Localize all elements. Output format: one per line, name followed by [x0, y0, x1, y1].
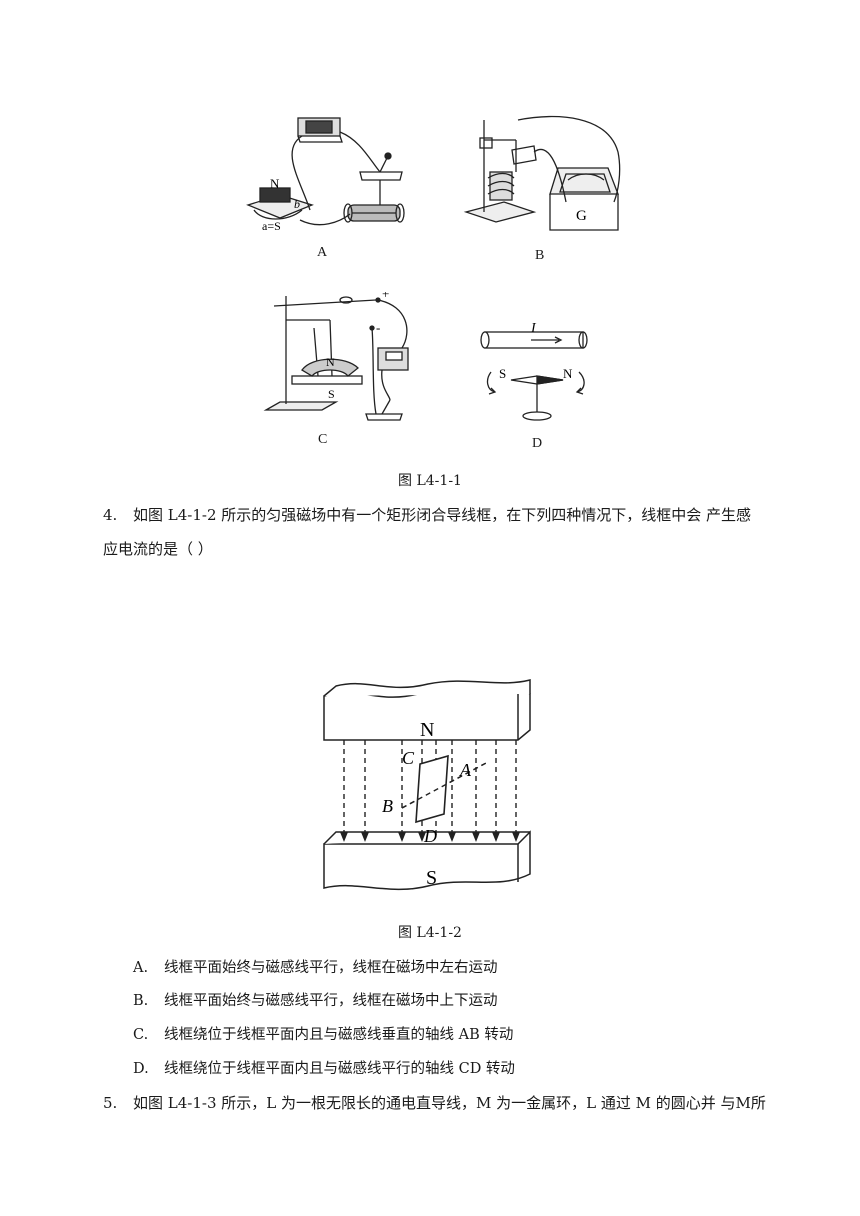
option-b: B. 线框平面始终与磁感线平行，线框在磁场中上下运动	[133, 989, 498, 1010]
c-s-label: S	[328, 387, 335, 401]
option-c-text: 线框绕位于线框平面内且与磁感线垂直的轴线 AB 转动	[164, 1027, 514, 1043]
question-4-number: 4.	[103, 506, 118, 524]
panel-label-d: D	[532, 436, 543, 451]
c-n-label: N	[326, 355, 335, 369]
apparatus-d-drawing: I S N	[480, 321, 588, 421]
apparatus-a-drawing: N b a=S	[246, 117, 405, 233]
c-minus-label: -	[376, 320, 380, 335]
option-c-label: C.	[133, 1027, 149, 1043]
b-g-label: G	[576, 208, 587, 224]
panel-label-a: A	[317, 245, 328, 260]
option-a: A. 线框平面始终与磁感线平行，线框在磁场中左右运动	[133, 956, 498, 977]
option-d-text: 线框绕位于线框平面内且与磁感线平行的轴线 CD 转动	[164, 1061, 515, 1077]
question-4-line-2: 应电流的是（ ）	[103, 540, 213, 558]
c-plus-label: +	[382, 292, 389, 301]
option-c: C. 线框绕位于线框平面内且与磁感线垂直的轴线 AB 转动	[133, 1023, 513, 1044]
option-a-text: 线框平面始终与磁感线平行，线框在磁场中左右运动	[164, 960, 498, 976]
panel-label-c: C	[318, 432, 328, 447]
question-5-line-1: 如图 L4-1-3 所示，L 为一根无限长的通电直导线，M 为一金属环，L 通过…	[133, 1094, 766, 1112]
question-5-number: 5.	[103, 1094, 118, 1112]
apparatus-c-drawing: + - N S	[263, 292, 409, 421]
pole-n-label: N	[420, 719, 434, 741]
option-b-text: 线框平面始终与磁感线平行，线框在磁场中上下运动	[164, 993, 498, 1009]
d-n-label: N	[563, 366, 573, 381]
a-as-label: a=S	[262, 219, 281, 233]
figure-caption-l4-1-1: 图 L4-1-1	[398, 473, 462, 489]
question-4: 4. 如图 L4-1-2 所示的匀强磁场中有一个矩形闭合导线框，在下列四种情况下，…	[103, 500, 783, 530]
apparatus-b-drawing: G	[463, 115, 621, 231]
d-s-label: S	[499, 366, 506, 381]
option-d: D. 线框绕位于线框平面内且与磁感线平行的轴线 CD 转动	[133, 1057, 515, 1078]
axis-c-label: C	[402, 748, 415, 768]
axis-b-label: B	[382, 796, 393, 816]
question-4-line-1: 如图 L4-1-2 所示的匀强磁场中有一个矩形闭合导线框，在下列四种情况下，线框…	[133, 506, 752, 524]
axis-d-label: D	[423, 826, 437, 846]
a-n-label: N	[270, 176, 280, 191]
d-current-label: I	[530, 321, 537, 336]
figure-caption-l4-1-2: 图 L4-1-2	[398, 925, 462, 941]
a-b-label: b	[294, 197, 300, 211]
question-5: 5. 如图 L4-1-3 所示，L 为一根无限长的通电直导线，M 为一金属环，L …	[103, 1088, 783, 1118]
pole-s-label: S	[426, 867, 437, 889]
axis-a-label: A	[459, 760, 472, 780]
question-4-continued: 应电流的是（ ）	[103, 534, 783, 564]
option-b-label: B.	[133, 993, 149, 1009]
option-a-label: A.	[133, 960, 149, 976]
option-d-label: D.	[133, 1061, 149, 1077]
panel-label-b: B	[535, 248, 545, 263]
figure-l4-1-2-drawing: N S C A B D	[323, 679, 531, 891]
